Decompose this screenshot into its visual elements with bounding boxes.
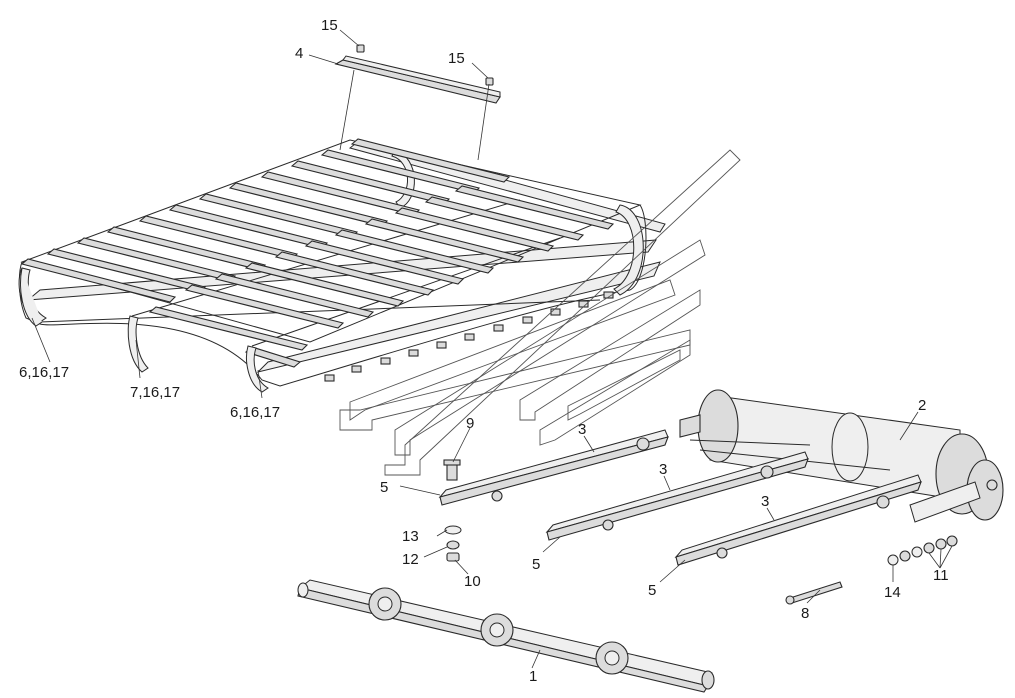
callout-5a: 5 <box>380 479 388 496</box>
pin-part-8 <box>785 581 843 605</box>
nut-part-10 <box>446 552 460 562</box>
assembly-direction-outlines <box>339 149 741 476</box>
callout-3c: 3 <box>761 493 769 510</box>
washer-part-12 <box>446 540 460 550</box>
callout-6-16-17-left: 6,16,17 <box>19 364 69 381</box>
arm-part-3a <box>438 429 669 506</box>
conveyor-frame <box>18 138 666 393</box>
arm-part-3b <box>545 451 809 541</box>
callout-labels: 15 4 15 6,16,17 7,16,17 6,16,17 9 3 3 3 … <box>19 17 949 685</box>
washer-set-part-14-11 <box>887 535 958 566</box>
bolt-part-9 <box>443 459 461 481</box>
arm-part-3c <box>674 474 922 566</box>
washer-part-13 <box>444 525 462 535</box>
callout-13: 13 <box>402 528 419 545</box>
callout-3b: 3 <box>659 461 667 478</box>
bolt-part-15b <box>485 77 494 86</box>
callout-1: 1 <box>529 668 537 685</box>
callout-3a: 3 <box>578 421 586 438</box>
shaft-part-1 <box>297 579 715 693</box>
roller-assembly-part-2 <box>679 389 1004 523</box>
rail-part-4 <box>334 55 501 104</box>
callout-15b: 15 <box>448 50 465 67</box>
callout-4: 4 <box>295 45 303 62</box>
callout-11: 11 <box>933 567 949 584</box>
callout-7-16-17: 7,16,17 <box>130 384 180 401</box>
callout-15a: 15 <box>321 17 338 34</box>
leader-lines <box>31 29 953 669</box>
callout-2: 2 <box>918 397 926 414</box>
bolt-part-15a <box>356 44 365 53</box>
callout-9: 9 <box>466 415 474 432</box>
callout-6-16-17-center: 6,16,17 <box>230 404 280 421</box>
callout-5c: 5 <box>648 582 656 599</box>
callout-8: 8 <box>801 605 809 622</box>
callout-5b: 5 <box>532 556 540 573</box>
callout-12: 12 <box>402 551 419 568</box>
callout-14: 14 <box>884 584 901 601</box>
callout-10: 10 <box>464 573 481 590</box>
